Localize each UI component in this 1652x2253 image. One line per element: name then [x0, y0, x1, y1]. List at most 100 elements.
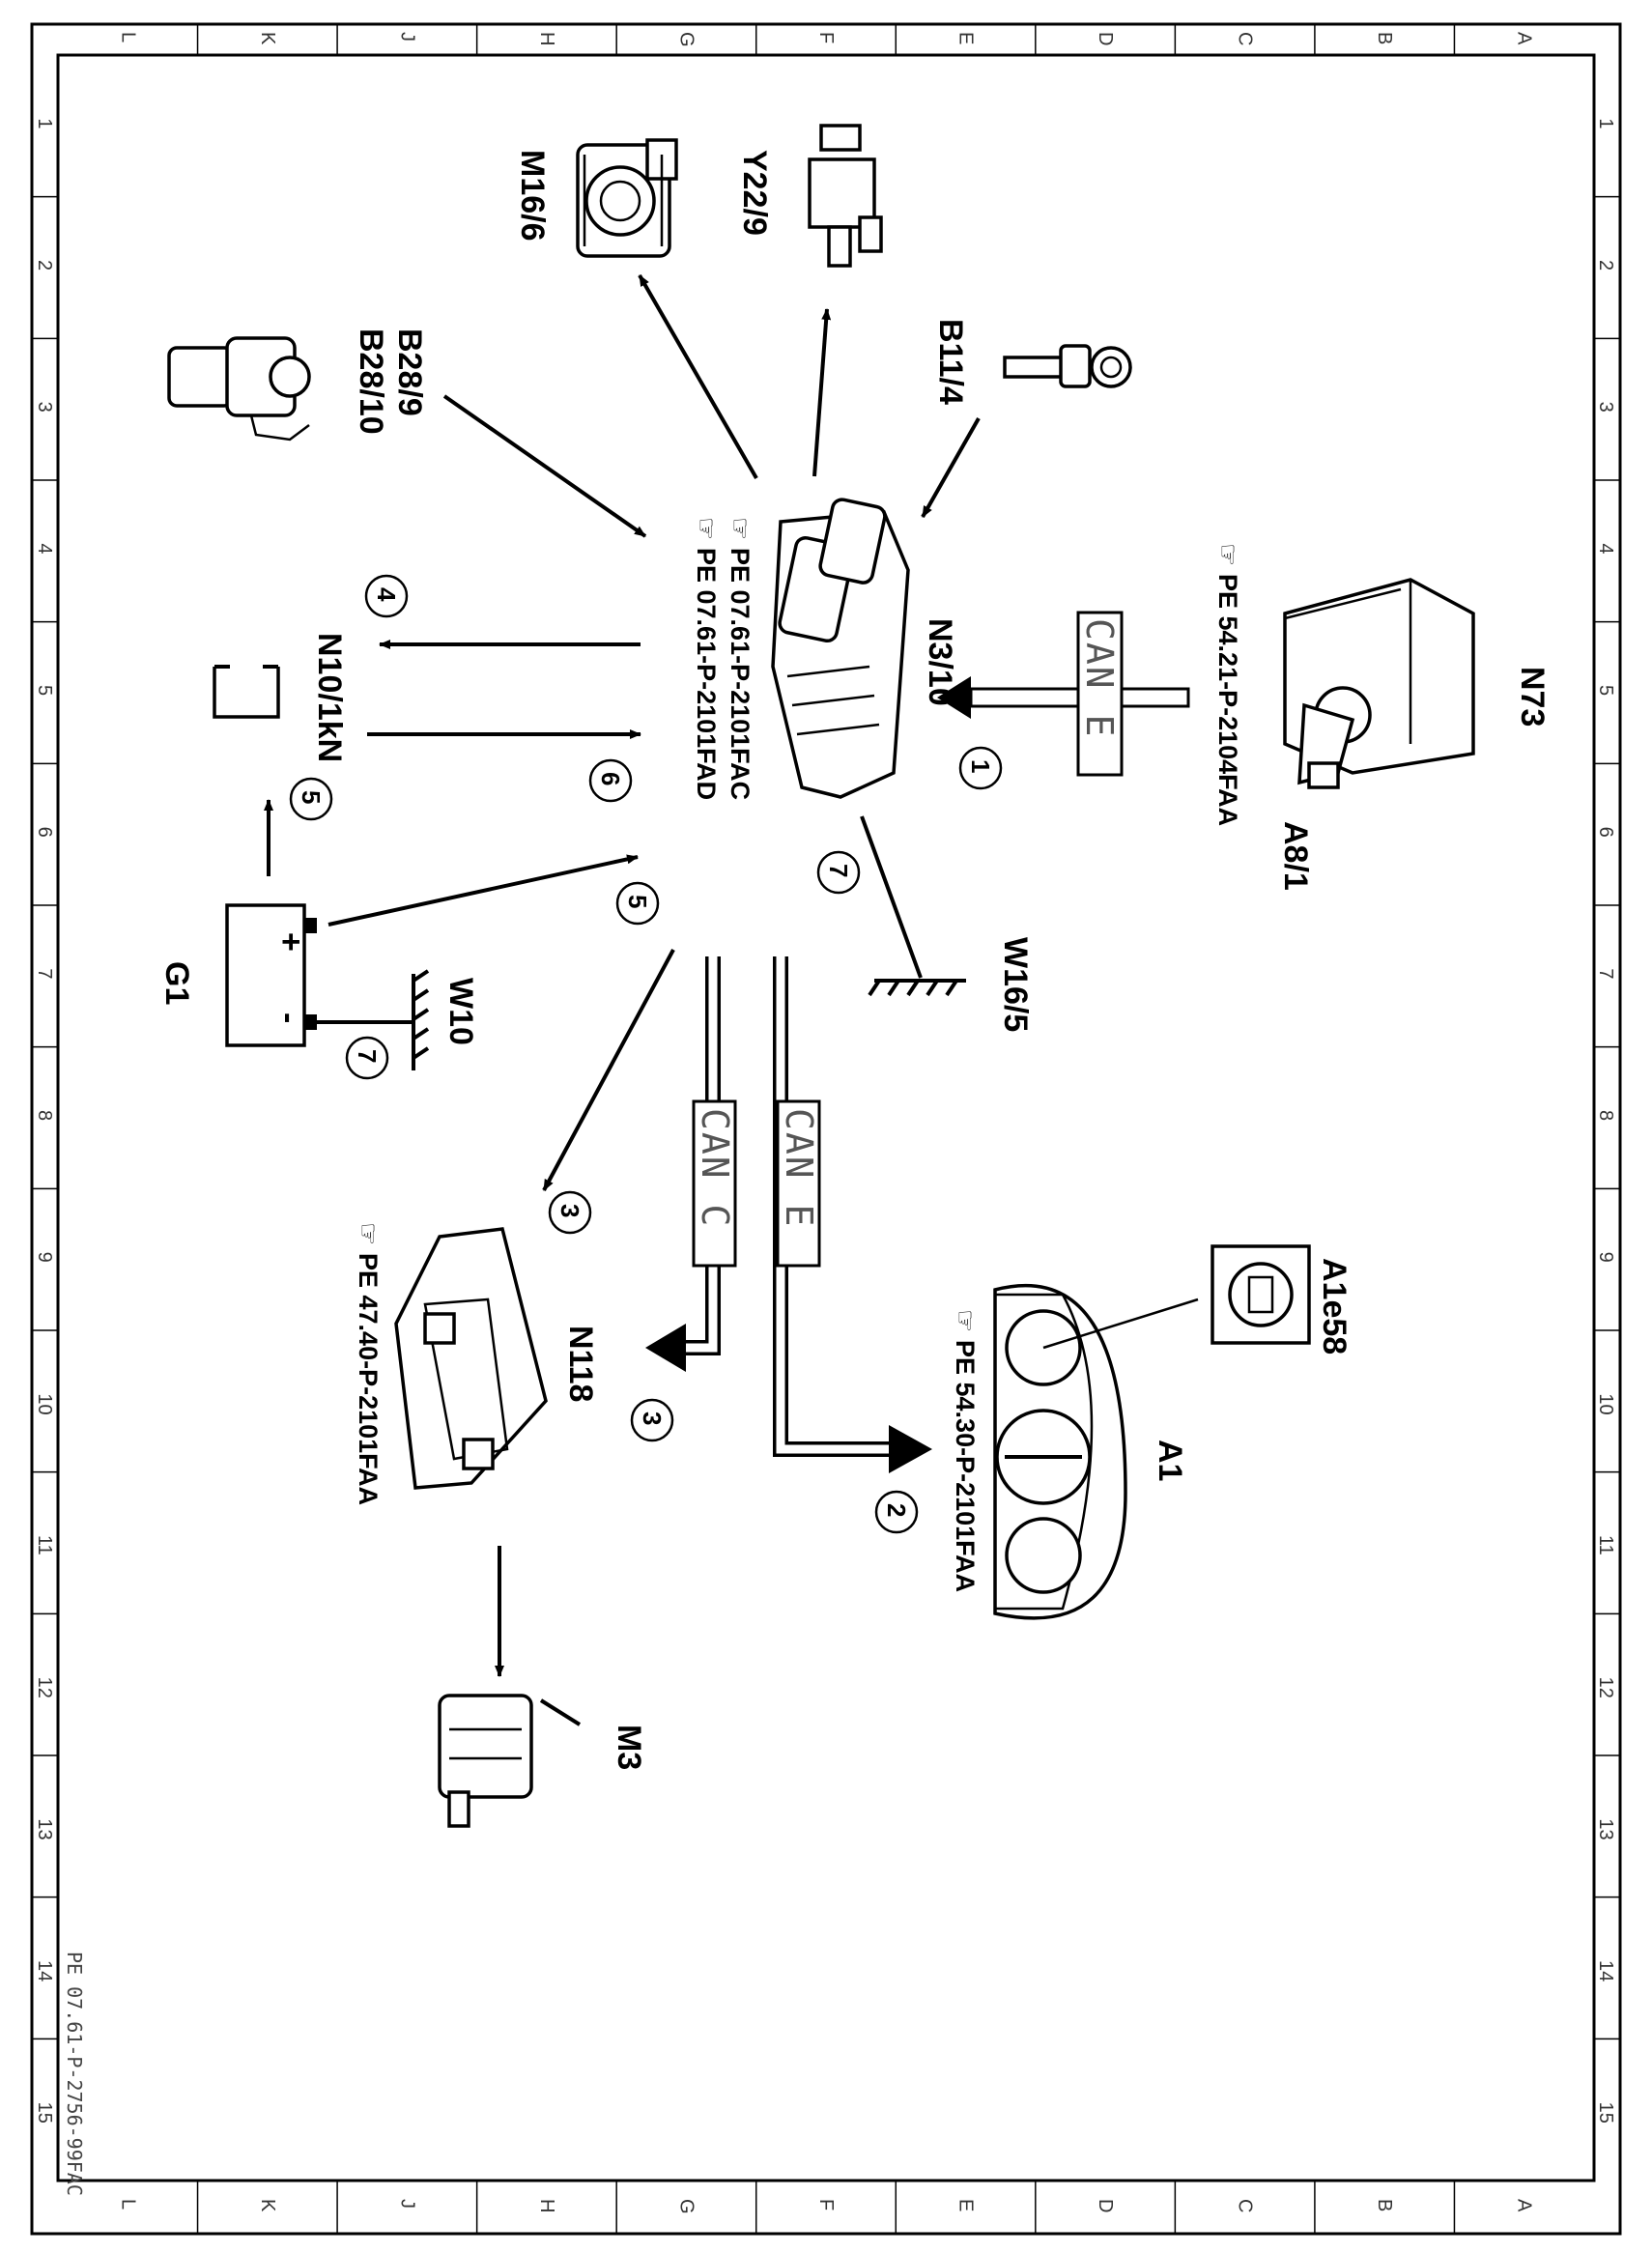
- grid-number-left: 5: [34, 685, 55, 696]
- grid-number-right: 8: [1595, 1110, 1616, 1121]
- grid-letter-top: C: [1235, 32, 1256, 45]
- reference-labels: ☞ PE 07.61-P-2101FAC ☞ PE 07.61-P-2101FA…: [354, 517, 1242, 1592]
- label-a1: A1: [1152, 1440, 1188, 1481]
- grid-number-right: 4: [1595, 543, 1616, 554]
- can-e-lower-label: CAN E: [778, 1108, 820, 1228]
- ref-n73: PE 54.21-P-2104FAA: [1213, 574, 1242, 826]
- label-m3: M3: [611, 1725, 647, 1770]
- grid-number-left: 12: [34, 1677, 55, 1698]
- grid-number-right: 9: [1595, 1252, 1616, 1263]
- battery-minus-sign: -: [271, 1012, 307, 1023]
- label-b11-4: B11/4: [932, 319, 969, 405]
- grid-number-right: 3: [1595, 402, 1616, 413]
- can-e-lower-bus: CAN E: [773, 956, 932, 1473]
- grid-number-left: 6: [34, 827, 55, 838]
- svg-text:3: 3: [555, 1204, 584, 1217]
- arrow-n3-to-m16: [638, 274, 758, 479]
- label-n3-10: N3/10: [922, 618, 958, 706]
- grid-number-left: 10: [34, 1393, 55, 1414]
- grid-letter-top: A: [1514, 32, 1535, 45]
- grid-number-right: 5: [1595, 685, 1616, 696]
- label-w16-5: W16/5: [997, 937, 1034, 1032]
- grid-letter-bottom: F: [815, 2199, 837, 2210]
- grid-number-left: 1: [34, 118, 55, 128]
- grid-letter-bottom: H: [536, 2199, 557, 2212]
- grid-letter-top: H: [536, 32, 557, 45]
- ref-pointer-icon: ☞: [354, 1222, 383, 1245]
- arrow-n3-to-y22: [812, 308, 832, 477]
- grid-letter-bottom: B: [1374, 2199, 1395, 2211]
- arrow-b28-to-n3: [442, 394, 647, 538]
- grid-number-right: 12: [1595, 1677, 1616, 1698]
- label-w10: W10: [442, 978, 479, 1045]
- step-1: 1: [958, 746, 1003, 790]
- grid-number-left: 13: [34, 1818, 55, 1839]
- grid-letter-bottom: D: [1095, 2199, 1116, 2212]
- svg-text:1: 1: [966, 759, 995, 773]
- label-n118: N118: [562, 1326, 599, 1402]
- ignition-n73-drawing: [1283, 578, 1475, 789]
- grid-number-left: 4: [34, 543, 55, 554]
- relay-n10-1kn-drawing: [213, 665, 280, 719]
- sensor-b11-4-drawing: [1003, 344, 1132, 388]
- step-6: 6: [588, 758, 633, 803]
- step-7b: 7: [345, 1036, 389, 1080]
- arrow-n3-to-n118: [542, 949, 675, 1191]
- grid-letter-top: E: [955, 32, 977, 44]
- grid-number-right: 15: [1595, 2102, 1616, 2124]
- svg-text:7: 7: [824, 864, 853, 877]
- grid-letter-top: D: [1095, 32, 1116, 45]
- grid-letter-bottom: G: [675, 2199, 697, 2214]
- grid-number-left: 7: [34, 968, 55, 979]
- signal-arrows: [264, 274, 981, 1677]
- label-n10-1kn: N10/1kN: [311, 633, 348, 762]
- label-g1: G1: [158, 961, 195, 1005]
- label-b28-10: B28/10: [353, 328, 389, 435]
- grid-letter-bottom: K: [257, 2199, 278, 2212]
- ref-pointer-icon: ☞: [951, 1309, 980, 1332]
- grid-letter-bottom: J: [396, 2199, 417, 2209]
- grid-letter-bottom: C: [1235, 2199, 1256, 2212]
- label-n73: N73: [1514, 667, 1551, 727]
- step-circles: 1 2 3 3 4 5 5 6 7 7: [289, 574, 1003, 1534]
- grid-number-right: 6: [1595, 827, 1616, 838]
- grid-letter-top: K: [257, 32, 278, 45]
- ref-pointer-icon: ☞: [692, 517, 721, 540]
- label-a8-1: A8/1: [1277, 821, 1314, 891]
- label-m16-6: M16/6: [514, 150, 551, 242]
- can-c-bus: CAN C: [645, 956, 737, 1372]
- grid-number-right: 13: [1595, 1818, 1616, 1839]
- throttle-m16-6-drawing: [576, 138, 678, 258]
- ref-a1: PE 54.30-P-2101FAA: [951, 1340, 980, 1592]
- grid-number-right: 11: [1595, 1535, 1616, 1555]
- svg-text:5: 5: [623, 895, 652, 908]
- grid-number-left: 3: [34, 402, 55, 413]
- can-e-top-label: CAN E: [1078, 618, 1121, 738]
- component-labels: M16/6 Y22/9 B11/4 B28/9 B28/10 N3/10 N10…: [158, 150, 1551, 1770]
- step-7a: 7: [816, 850, 861, 895]
- grid-letter-top: G: [675, 32, 697, 47]
- ref-n3-10-2: PE 07.61-P-2101FAD: [692, 548, 721, 800]
- can-c-label: CAN C: [694, 1108, 736, 1228]
- fuel-pump-n118-drawing: [394, 1227, 548, 1490]
- grid-letter-bottom: L: [117, 2199, 138, 2210]
- label-a1e58: A1e58: [1316, 1258, 1353, 1355]
- step-3a: 3: [548, 1190, 592, 1235]
- document-number: PE 07.61-P-2756-99FAC: [63, 1952, 86, 2196]
- grid-letter-bottom: A: [1514, 2199, 1535, 2212]
- ref-pointer-icon: ☞: [1213, 543, 1242, 566]
- svg-text:6: 6: [596, 772, 625, 785]
- grid-number-left: 2: [34, 260, 55, 271]
- grid-letter-top: J: [396, 32, 417, 42]
- indicator-a1e58-drawing: [1211, 1244, 1311, 1345]
- svg-text:5: 5: [297, 790, 326, 804]
- grid-letter-top: F: [815, 32, 837, 43]
- ref-pointer-icon: ☞: [726, 517, 755, 540]
- step-5b: 5: [615, 881, 660, 926]
- grid-number-left: 15: [34, 2102, 55, 2124]
- ground-w16-5: [860, 815, 966, 997]
- sensor-b28-drawing: [167, 336, 311, 442]
- arrow-b11-to-n3: [921, 417, 981, 518]
